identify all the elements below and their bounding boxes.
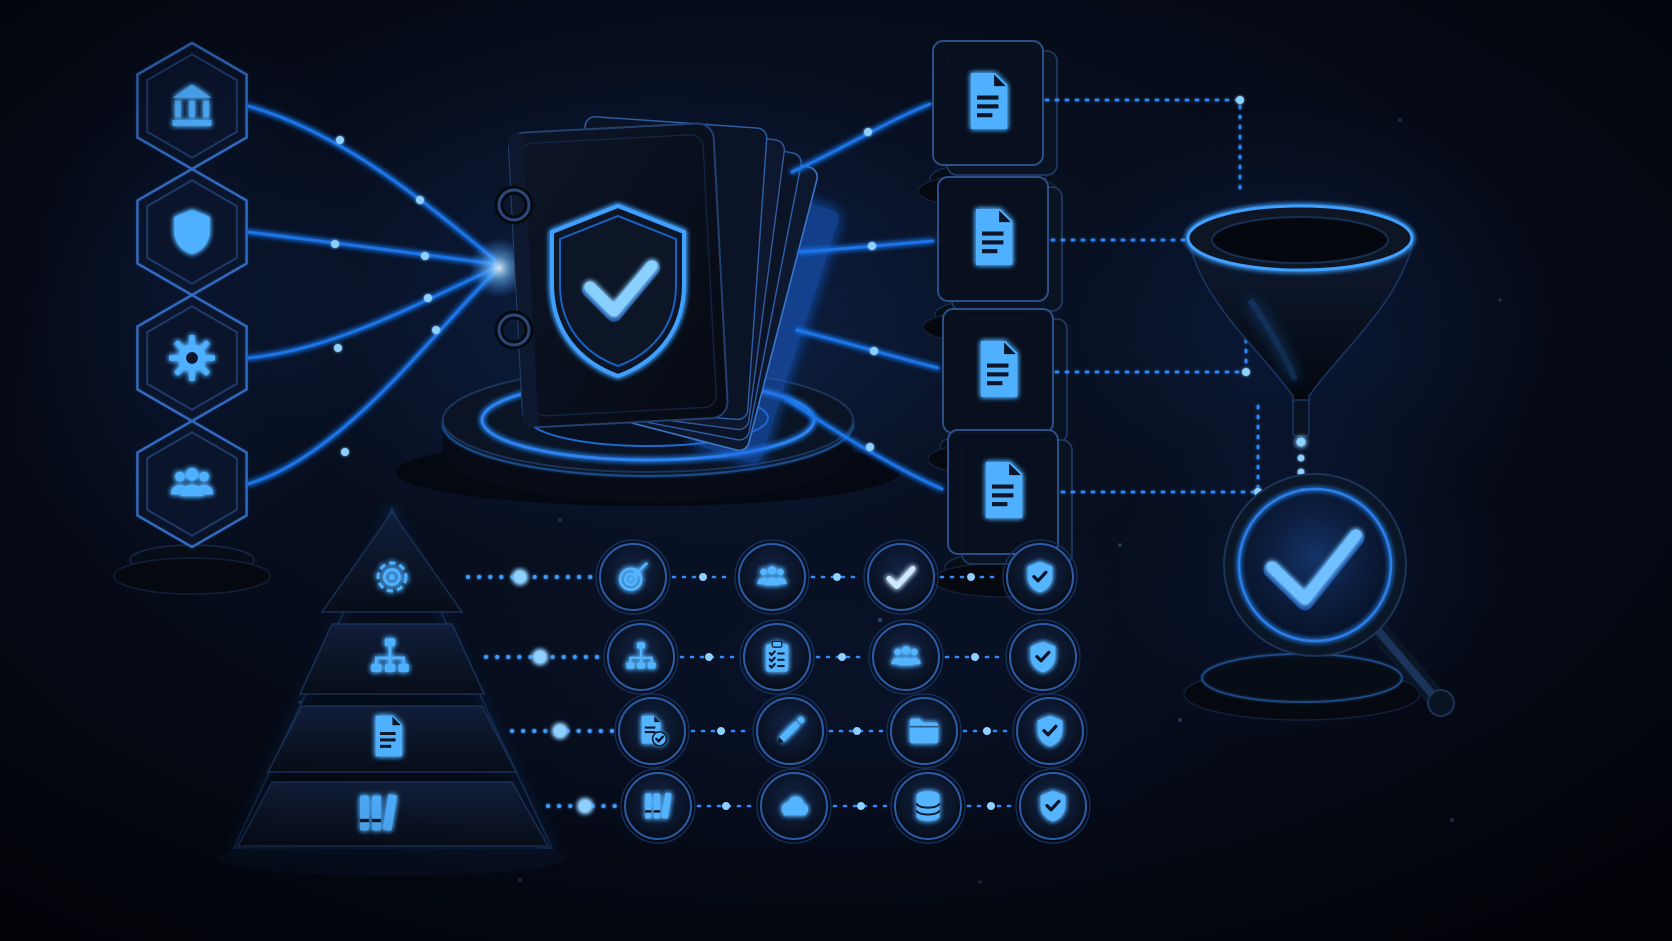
illustration-stage: 3D data governance and compliance workfl…: [0, 0, 1672, 941]
vignette: [0, 0, 1672, 941]
scene-canvas: [0, 0, 1672, 941]
